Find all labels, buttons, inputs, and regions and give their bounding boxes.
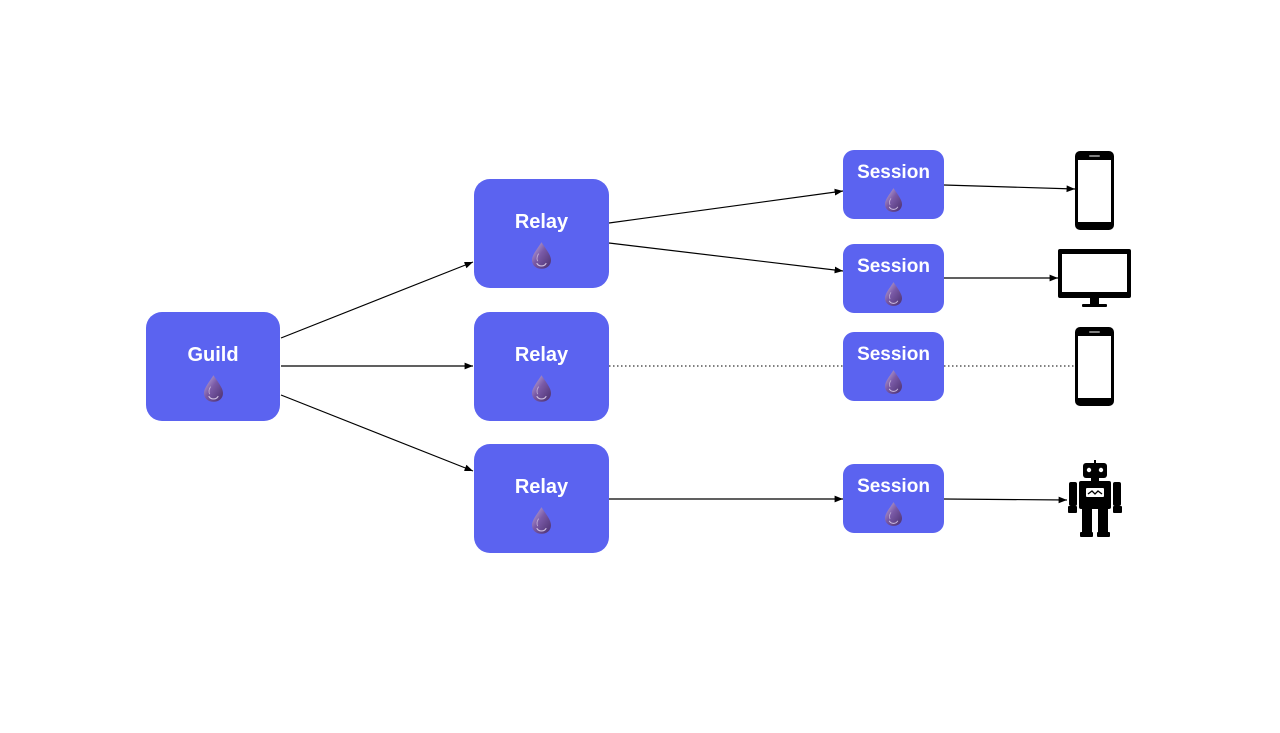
session-label: Session [857, 256, 930, 277]
elixir-drop-icon [532, 242, 551, 269]
session-label: Session [857, 344, 930, 365]
relay-node-1: Relay [474, 179, 609, 288]
edge-relay-1-session-2 [608, 242, 844, 274]
elixir-drop-icon [204, 375, 223, 402]
smartphone-icon [1075, 327, 1114, 406]
edge-session-1-device-1 [943, 184, 1076, 193]
session-label: Session [857, 476, 930, 497]
elixir-drop-icon [532, 375, 551, 402]
session-node-1: Session [843, 150, 944, 219]
session-node-2: Session [843, 244, 944, 313]
guild-node: Guild [146, 312, 280, 421]
edge-guild-relay-1 [280, 261, 474, 339]
session-label: Session [857, 162, 930, 183]
session-node-3: Session [843, 332, 944, 401]
relay-label: Relay [514, 476, 569, 498]
edge-relay-1-session-1 [608, 188, 844, 224]
edge-session-4-device-4 [943, 496, 1068, 504]
edge-guild-relay-3 [280, 394, 474, 472]
elixir-drop-icon [532, 507, 551, 534]
elixir-drop-icon [885, 188, 902, 212]
elixir-drop-icon [885, 502, 902, 526]
relay-node-3: Relay [474, 444, 609, 553]
relay-label: Relay [514, 344, 569, 366]
session-node-4: Session [843, 464, 944, 533]
relay-node-2: Relay [474, 312, 609, 421]
smartphone-icon [1075, 151, 1114, 230]
robot-icon [1068, 460, 1122, 537]
relay-label: Relay [514, 211, 569, 233]
guild-label: Guild [187, 344, 239, 366]
elixir-drop-icon [885, 282, 902, 306]
elixir-drop-icon [885, 370, 902, 394]
desktop-monitor-icon [1058, 249, 1131, 307]
